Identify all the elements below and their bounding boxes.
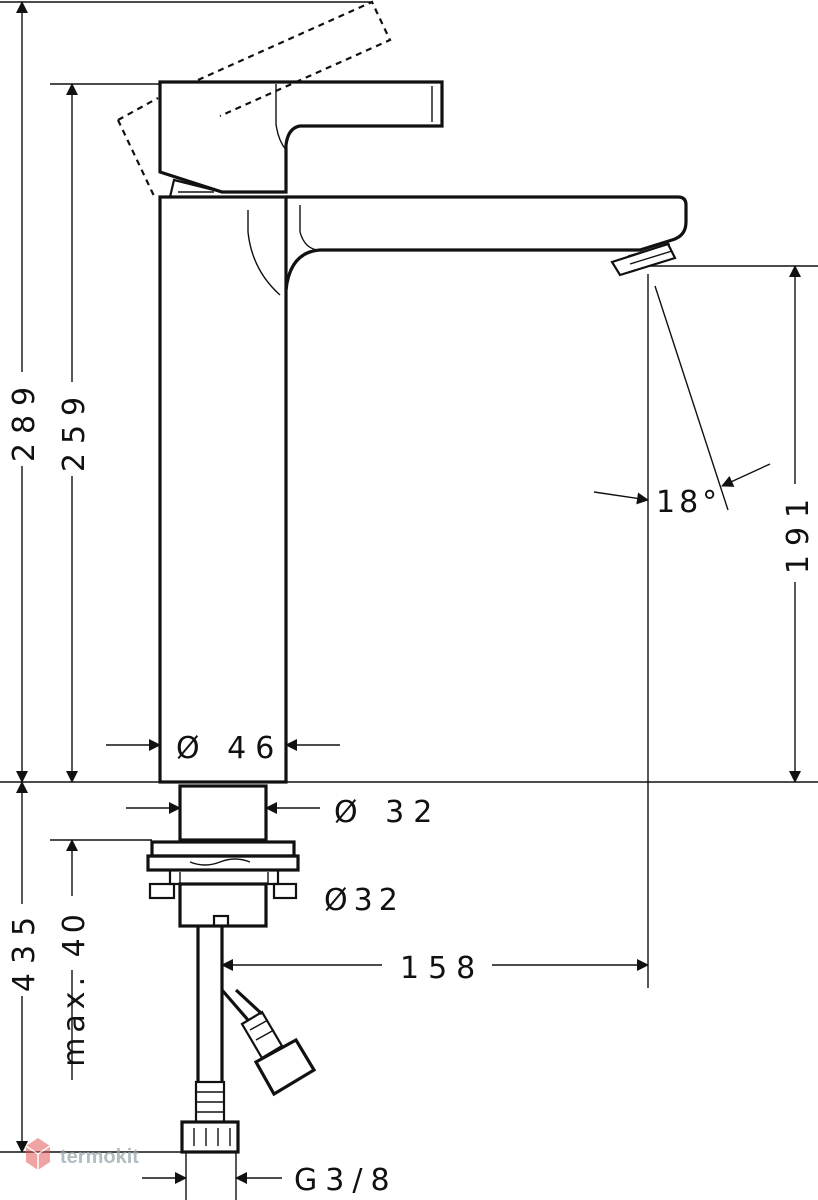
dim-max-40: max. 40 [57,909,92,1067]
dimension-labels: 289 259 191 18° Ø 46 Ø 32 Ø32 435 max. 4… [7,378,816,1198]
faucet-spout [284,195,688,291]
hose-nut [180,1120,240,1154]
dim-435: 435 [7,908,42,992]
watermark-text: termokit [60,1146,139,1168]
dim-body-diameter: Ø 46 [176,731,283,766]
dim-259: 259 [57,388,92,472]
hose-nut-angled [253,1037,317,1097]
dim-hole-diameter: Ø32 [324,883,404,918]
faucet-outline [117,0,688,784]
dim-191: 191 [781,490,816,574]
shank [178,784,268,842]
mounting-assembly [0,781,818,1154]
lever-handle [158,80,444,194]
watermark: termokit [25,1138,139,1170]
dim-connection: G3/8 [294,1163,398,1198]
faucet-body [158,195,288,784]
dim-158: 158 [400,951,484,986]
dim-289: 289 [7,378,42,462]
fixing-nut [178,882,268,928]
lever-rotated-position [117,0,392,197]
dim-shank-diameter: Ø 32 [334,795,441,830]
dim-angle: 18° [656,485,721,520]
